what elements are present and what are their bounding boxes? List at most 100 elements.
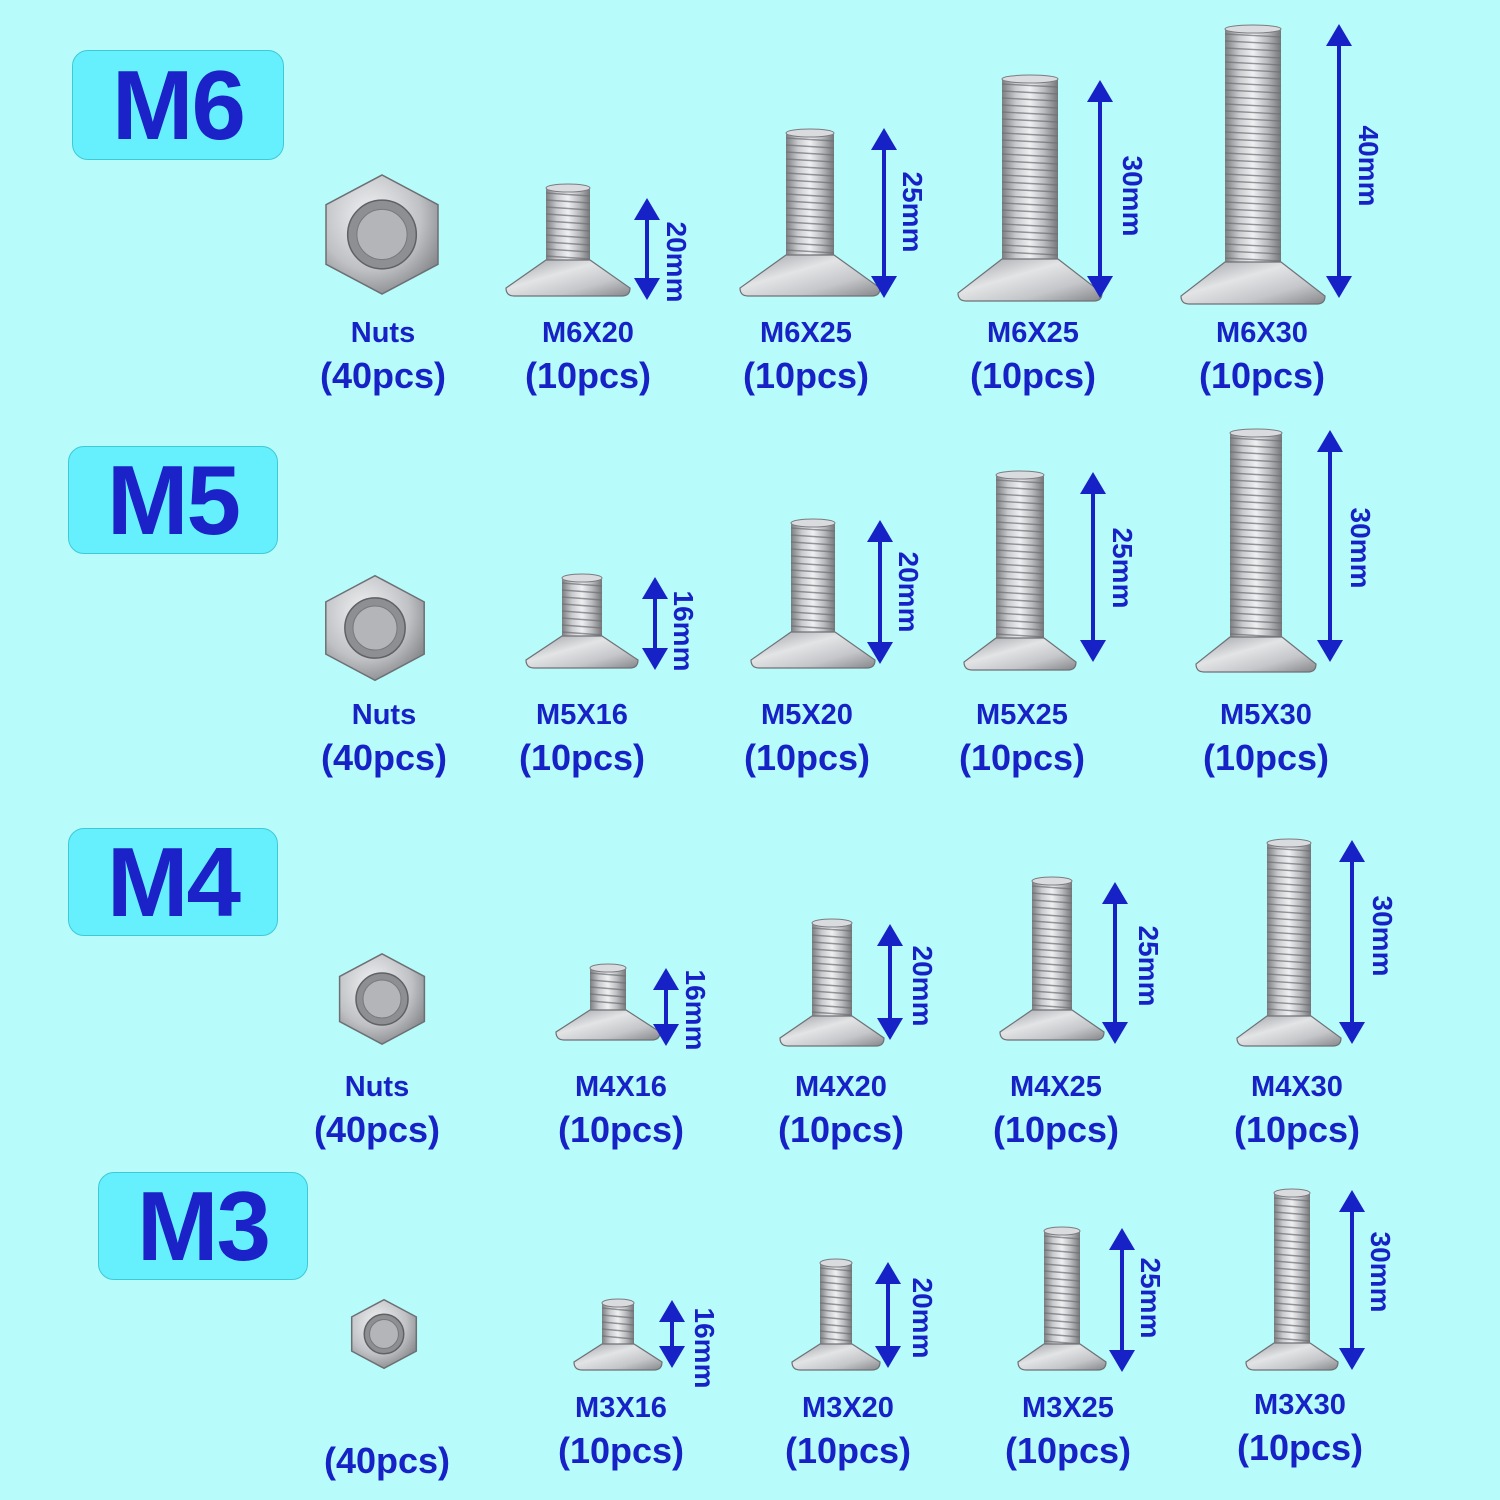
screw-s0-i4	[1180, 24, 1326, 305]
item-label-s0-i2: M6X25 (10pcs)	[742, 317, 870, 396]
dimension-label-s3-i4: 30mm	[1365, 1231, 1396, 1313]
screw-s3-i3	[1017, 1226, 1107, 1371]
item-size: M3X16	[575, 1392, 667, 1424]
item-quantity: (10pcs)	[524, 354, 652, 396]
dimension-label-s2-i2: 20mm	[907, 945, 938, 1027]
item-quantity: (40pcs)	[320, 736, 448, 778]
item-size: M5X20	[761, 699, 853, 731]
item-label-s2-i2: M4X20(10pcs)	[778, 1071, 904, 1149]
item-label-s2-i3: M4X25 (10pcs)	[992, 1071, 1120, 1150]
size-badge-1: M5	[68, 446, 278, 554]
dimension-arrow-s1-i4	[1317, 430, 1343, 662]
item-size: Nuts	[350, 317, 416, 349]
item-size: M6X25	[760, 317, 852, 349]
hex-nut-s0-i0	[325, 174, 439, 295]
dimension-label-s2-i4: 30mm	[1367, 895, 1398, 977]
item-label-s1-i2: M5X20 (10pcs)	[743, 699, 871, 778]
item-label-s0-i3: M6X25(10pcs)	[970, 317, 1096, 395]
screw-head	[1180, 261, 1326, 305]
screw-s2-i1	[555, 963, 661, 1041]
item-label-s3-i0: (40pcs)	[324, 1435, 450, 1481]
nut-thread	[356, 208, 408, 261]
dimension-label-s3-i3: 25mm	[1135, 1257, 1166, 1339]
item-label-s2-i4: M4X30 (10pcs)	[1233, 1071, 1361, 1150]
nut-thread	[369, 1319, 399, 1349]
item-label-s1-i1: M5X16(10pcs)	[519, 699, 645, 777]
dimension-arrow-s3-i3	[1109, 1228, 1135, 1372]
item-size: M3X25	[1022, 1392, 1114, 1424]
screw-head	[525, 635, 639, 669]
hex-nut-s3-i0	[350, 1298, 418, 1370]
dimension-arrow-s1-i1	[642, 577, 668, 670]
screw-s2-i4	[1236, 838, 1342, 1047]
screw-s2-i2	[779, 918, 885, 1047]
dimension-arrow-s1-i3	[1080, 472, 1106, 662]
screw-head	[791, 1343, 881, 1371]
screw-s1-i4	[1195, 428, 1317, 673]
screw-head	[779, 1015, 885, 1047]
item-size: M4X16	[575, 1071, 667, 1103]
dimension-arrow-s3-i4	[1339, 1190, 1365, 1370]
screw-shaft	[1267, 842, 1311, 1018]
item-quantity: (10pcs)	[557, 1429, 685, 1471]
item-quantity: (10pcs)	[742, 354, 870, 396]
item-quantity: (10pcs)	[1004, 1429, 1132, 1471]
dimension-label-s0-i3: 30mm	[1117, 155, 1148, 237]
screw-s1-i1	[525, 573, 639, 669]
item-quantity: (10pcs)	[1233, 1108, 1361, 1150]
size-badge-3: M3	[98, 1172, 308, 1280]
item-quantity: (10pcs)	[958, 736, 1086, 778]
item-quantity: (40pcs)	[313, 1108, 441, 1150]
dimension-arrow-s1-i2	[867, 520, 893, 664]
item-size: Nuts	[344, 1071, 410, 1103]
dimension-label-s3-i2: 20mm	[907, 1277, 938, 1359]
screw-head	[739, 254, 881, 297]
dimension-label-s0-i4: 40mm	[1353, 125, 1384, 207]
dimension-arrow-s2-i1	[653, 968, 679, 1046]
item-quantity: (10pcs)	[1236, 1426, 1364, 1468]
item-label-s3-i3: M3X25 (10pcs)	[1004, 1392, 1132, 1471]
dimension-arrow-s2-i4	[1339, 840, 1365, 1044]
item-quantity: (10pcs)	[992, 1108, 1120, 1150]
item-label-s1-i4: M5X30(10pcs)	[1203, 699, 1329, 777]
dimension-arrow-s3-i1	[659, 1300, 685, 1368]
screw-head	[963, 637, 1077, 671]
screw-head	[573, 1343, 663, 1371]
item-size: M4X30	[1251, 1071, 1343, 1103]
nut-thread	[362, 979, 402, 1019]
item-quantity: (10pcs)	[557, 1108, 685, 1150]
screw-s0-i1	[505, 183, 631, 297]
item-label-s2-i1: M4X16 (10pcs)	[557, 1071, 685, 1150]
item-quantity: (10pcs)	[743, 736, 871, 778]
item-label-s1-i3: M5X25(10pcs)	[958, 699, 1086, 778]
screw-head	[505, 259, 631, 297]
size-badge-0: M6	[72, 50, 284, 160]
screw-head	[750, 631, 876, 669]
dimension-label-s2-i1: 16mm	[680, 969, 711, 1051]
screw-s0-i2	[739, 128, 881, 297]
screw-head	[1017, 1343, 1107, 1371]
item-size: M4X25	[1010, 1071, 1102, 1103]
item-size: Nuts	[351, 699, 417, 731]
dimension-label-s0-i2: 25mm	[897, 171, 928, 253]
hex-nut-s1-i0	[325, 574, 425, 682]
dimension-arrow-s0-i2	[871, 128, 897, 298]
item-quantity: (10pcs)	[784, 1429, 912, 1471]
dimension-label-s0-i1: 20mm	[661, 221, 692, 303]
screw-head	[1195, 636, 1317, 673]
screw-head	[555, 1009, 661, 1041]
screw-shaft	[812, 922, 852, 1018]
item-quantity: (10pcs)	[1198, 354, 1326, 396]
dimension-label-s1-i1: 16mm	[668, 590, 699, 672]
item-label-s2-i0: Nuts (40pcs)	[313, 1071, 441, 1150]
dimension-arrow-s0-i3	[1087, 80, 1113, 298]
item-quantity: (40pcs)	[323, 1440, 451, 1481]
dimension-arrow-s0-i1	[634, 198, 660, 300]
screw-s3-i2	[791, 1258, 881, 1371]
item-label-s3-i1: M3X16 (10pcs)	[557, 1392, 685, 1471]
dimension-label-s1-i2: 20mm	[893, 551, 924, 633]
dimension-arrow-s2-i3	[1102, 882, 1128, 1044]
screw-shaft	[786, 132, 834, 257]
screw-shaft	[1274, 1192, 1310, 1345]
dimension-label-s3-i1: 16mm	[689, 1307, 720, 1389]
